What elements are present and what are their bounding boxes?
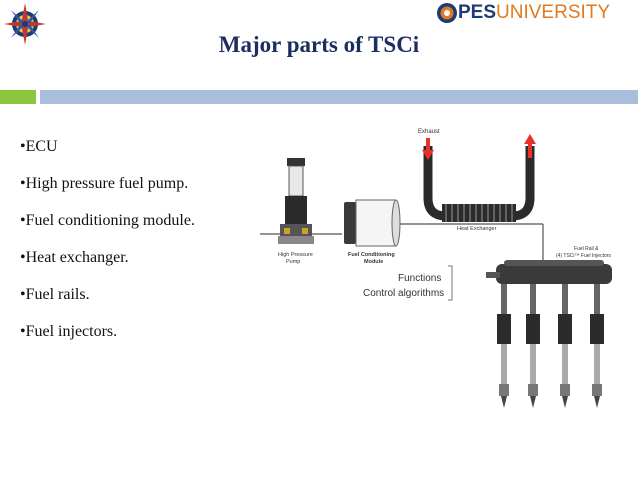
bullet-list: •ECU •High pressure fuel pump. •Fuel con… <box>20 137 195 359</box>
slide-title: Major parts of TSCi <box>218 32 420 57</box>
pump-label-line1: High Pressure <box>278 252 313 258</box>
brand-university: UNIVERSITY <box>496 2 611 23</box>
tsci-system-diagram: Exhaust Heat Exchanger High Pressure Pum… <box>260 129 612 408</box>
bullet-item: •Fuel conditioning module. <box>20 212 195 229</box>
heat-exchanger-label: Heat Exchanger <box>457 226 497 232</box>
fuel-rail-label-line1: Fuel Rail & <box>574 246 599 252</box>
accent-bar-green <box>0 90 36 104</box>
compass-rose-emblem-icon <box>4 2 46 46</box>
brand-name: PESUNIVERSITY <box>458 2 610 24</box>
fuel-injector-icon <box>590 284 604 408</box>
brand-pes: PES <box>458 2 497 23</box>
bullet-item: •Heat exchanger. <box>20 249 129 266</box>
accent-bar-blue <box>40 90 638 104</box>
bullet-item: •Fuel injectors. <box>20 323 118 340</box>
functions-bracket <box>448 265 453 301</box>
exhaust-in-arrow-icon <box>422 138 434 160</box>
fuel-injector-icon <box>526 284 540 408</box>
bullet-item: •ECU <box>20 138 58 155</box>
pump-label-line2: Pump <box>286 259 300 265</box>
pes-emblem-icon <box>436 2 458 24</box>
exhaust-out-arrow-icon <box>524 134 536 158</box>
fuel-injector-icon <box>497 284 511 408</box>
fuel-injector-icon <box>558 284 572 408</box>
fuel-rail-icon <box>486 260 612 284</box>
module-label-line2: Module <box>364 259 383 265</box>
bullet-item: •High pressure fuel pump. <box>20 175 189 192</box>
pes-university-logo: PESUNIVERSITY <box>436 2 636 24</box>
functions-label: Functions <box>398 273 441 284</box>
bullet-item: •Fuel rails. <box>20 286 90 303</box>
fuel-rail-label-line2: (4) TSCi™ Fuel Injectors <box>556 253 611 259</box>
high-pressure-pump-icon <box>278 158 314 244</box>
module-label-line1: Fuel Conditioning <box>348 252 395 258</box>
exhaust-label: Exhaust <box>418 129 440 135</box>
heat-exchanger-icon <box>423 146 535 222</box>
fuel-conditioning-module-icon <box>344 199 401 247</box>
control-algorithms-label: Control algorithms <box>363 288 444 299</box>
